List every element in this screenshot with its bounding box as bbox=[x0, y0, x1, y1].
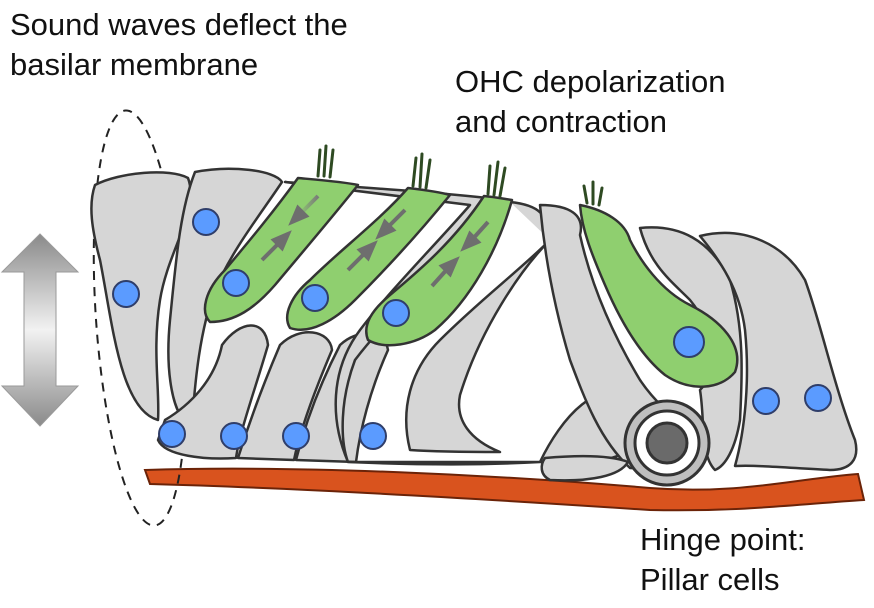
nucleus bbox=[752, 387, 780, 415]
nucleus bbox=[301, 284, 329, 312]
nucleus bbox=[282, 422, 310, 450]
nucleus bbox=[192, 208, 220, 236]
sound-waves-label: Sound waves deflect the basilar membrane bbox=[10, 5, 348, 85]
support-cell-tall bbox=[167, 167, 284, 427]
vertical-double-arrow bbox=[0, 233, 80, 427]
stereocilia-3 bbox=[486, 160, 507, 198]
nucleus bbox=[382, 299, 410, 327]
basilar-membrane bbox=[143, 467, 866, 512]
hensen-cell-left bbox=[90, 171, 192, 422]
nucleus bbox=[804, 384, 832, 412]
nucleus bbox=[112, 280, 140, 308]
sound-waves-label-line2: basilar membrane bbox=[10, 47, 259, 82]
hinge-label-line1: Hinge point: bbox=[640, 522, 806, 557]
ohc-label-line2: and contraction bbox=[455, 104, 667, 139]
pillar-ring-inner bbox=[645, 421, 689, 465]
hinge-label: Hinge point: Pillar cells bbox=[640, 520, 805, 600]
nucleus bbox=[220, 422, 248, 450]
stereocilia-1 bbox=[316, 144, 335, 179]
ohc-label: OHC depolarization and contraction bbox=[455, 62, 726, 142]
nucleus bbox=[158, 420, 186, 448]
deiters-cell-2 bbox=[236, 331, 334, 462]
contraction-arrows-2 bbox=[346, 208, 407, 272]
stereocilia-2 bbox=[411, 152, 432, 190]
contraction-arrows-3 bbox=[430, 220, 490, 288]
stereocilia-4 bbox=[582, 180, 604, 207]
contraction-arrows-1 bbox=[260, 194, 320, 262]
pillar-triangle-left bbox=[405, 200, 552, 454]
hinge-label-line2: Pillar cells bbox=[640, 562, 780, 597]
sound-waves-label-line1: Sound waves deflect the bbox=[10, 7, 348, 42]
nucleus bbox=[222, 269, 250, 297]
nucleus bbox=[673, 326, 705, 358]
nucleus bbox=[359, 422, 387, 450]
pillar-base bbox=[540, 454, 630, 482]
ohc-label-line1: OHC depolarization bbox=[455, 64, 726, 99]
